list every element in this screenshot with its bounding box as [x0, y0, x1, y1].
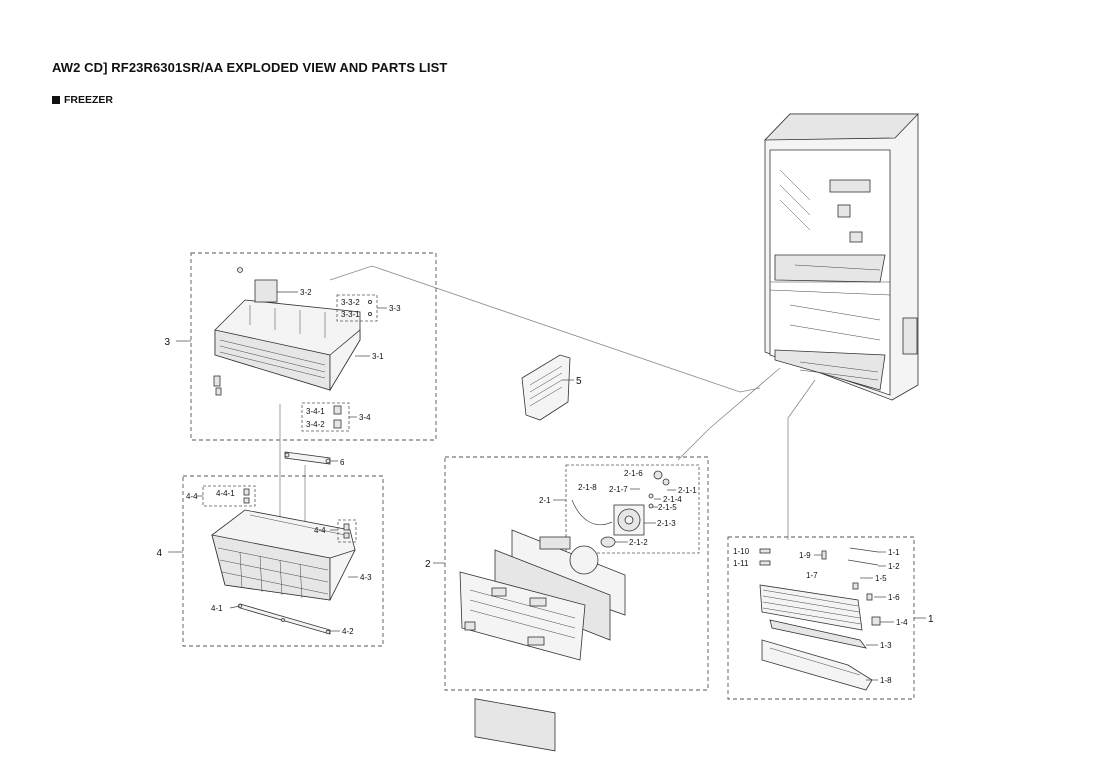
callout-1-7: 1-7	[806, 571, 818, 580]
group-4-4-box	[202, 485, 256, 507]
callout-1-8: 1-8	[880, 676, 892, 685]
callout-4: 4	[156, 548, 162, 559]
callout-4-3: 4-3	[360, 573, 372, 582]
refrigerator-cabinet	[764, 113, 919, 401]
callout-1-3: 1-3	[880, 641, 892, 650]
callout-6: 6	[340, 458, 345, 467]
group-3-box	[190, 252, 437, 441]
callout-3-3: 3-3	[389, 304, 401, 313]
callout-4-2: 4-2	[342, 627, 354, 636]
callout-1-5: 1-5	[875, 574, 887, 583]
drawer-rail	[284, 451, 331, 465]
evaporator-cover-panel	[459, 529, 626, 752]
filled-square-icon	[52, 96, 60, 104]
upper-freezer-drawer	[213, 267, 361, 396]
callout-2-1-6: 2-1-6	[624, 469, 643, 478]
fan-motor-assembly	[571, 470, 670, 548]
callout-2-1-4: 2-1-4	[663, 495, 682, 504]
callout-1-1: 1-1	[888, 548, 900, 557]
callout-1-11: 1-11	[733, 559, 749, 568]
callout-2: 2	[425, 559, 431, 570]
evaporator-assembly	[759, 547, 881, 691]
callout-1-6: 1-6	[888, 593, 900, 602]
callout-2-1-8: 2-1-8	[578, 483, 597, 492]
callout-2-1-2: 2-1-2	[629, 538, 648, 547]
callout-1-2: 1-2	[888, 562, 900, 571]
callout-2-1-1: 2-1-1	[678, 486, 697, 495]
callout-1-4: 1-4	[896, 618, 908, 627]
group-2-box	[444, 456, 709, 691]
callout-3-1: 3-1	[372, 352, 384, 361]
drawer-divider	[521, 354, 571, 421]
callout-2-1-7: 2-1-7	[609, 485, 628, 494]
callout-4-4-a: 4-4	[186, 492, 198, 501]
group-2-1-box	[565, 464, 700, 554]
callout-3-2: 3-2	[300, 288, 312, 297]
callout-4-4-b: 4-4	[314, 526, 326, 535]
callout-1-9: 1-9	[799, 551, 811, 560]
callout-3-4-2: 3-4-2	[306, 420, 325, 429]
callout-4-1: 4-1	[211, 604, 223, 613]
callout-3-3-2: 3-3-2	[341, 298, 360, 307]
callout-5: 5	[576, 376, 582, 387]
callout-1-10: 1-10	[733, 547, 750, 556]
callout-2-1: 2-1	[539, 496, 551, 505]
group-4-box	[182, 475, 384, 647]
lower-freezer-basket	[211, 509, 356, 601]
section-heading-text: FREEZER	[64, 94, 114, 106]
callout-3-4-1: 3-4-1	[306, 407, 325, 416]
callout-1: 1	[928, 614, 934, 625]
callout-4-4-1: 4-4-1	[216, 489, 235, 498]
page-title: AW2 CD] RF23R6301SR/AA EXPLODED VIEW AND…	[52, 60, 448, 75]
callout-2-1-5: 2-1-5	[658, 503, 677, 512]
callout-3-4: 3-4	[359, 413, 371, 422]
basket-slide-rail	[237, 603, 331, 635]
section-heading: FREEZER	[52, 94, 113, 106]
callout-2-1-3: 2-1-3	[657, 519, 676, 528]
callout-3-3-1: 3-3-1	[341, 310, 360, 319]
callout-3: 3	[164, 337, 170, 348]
